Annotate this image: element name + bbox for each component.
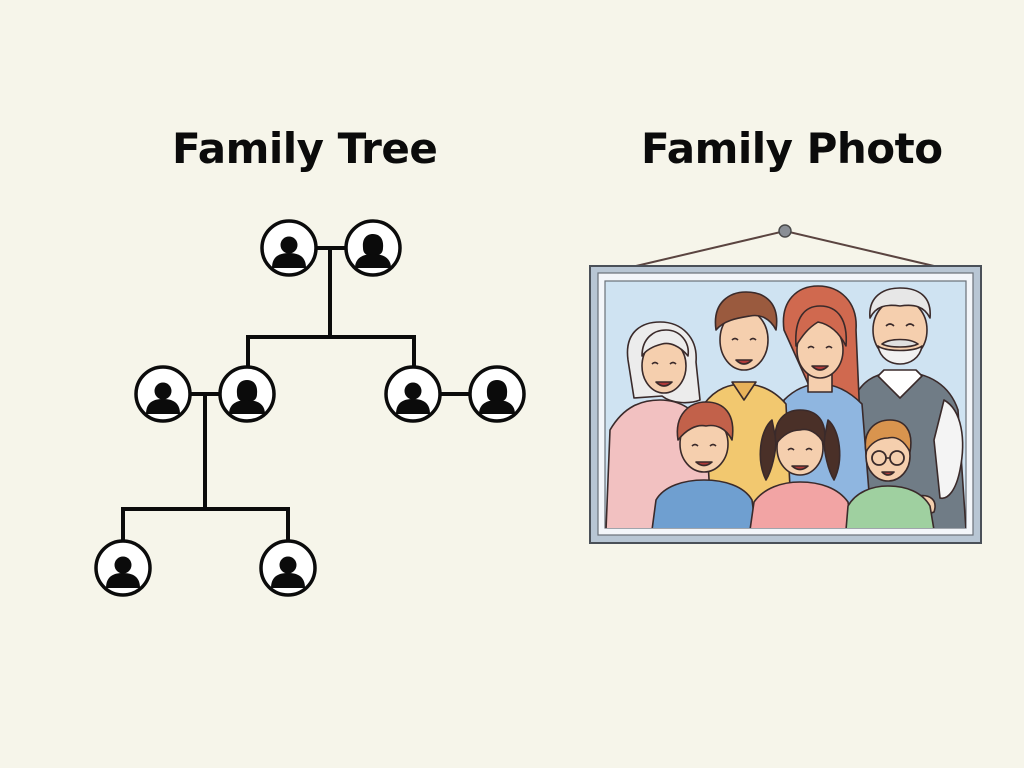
photo-person-younger-boy — [845, 419, 935, 528]
picture-hanger — [635, 224, 935, 267]
tree-member-grandfather — [260, 219, 318, 277]
tree-member-father — [134, 365, 192, 423]
family-tree-title: Family Tree — [172, 124, 438, 173]
tree-member-uncle — [384, 365, 442, 423]
nail-icon — [778, 224, 792, 238]
tree-member-grandmother — [344, 219, 402, 277]
tree-member-mother — [218, 365, 276, 423]
tree-member-child-1 — [94, 539, 152, 597]
photo-person-girl — [749, 409, 853, 528]
tree-connectors — [121, 246, 472, 543]
tree-member-aunt — [468, 365, 526, 423]
tree-member-child-2 — [259, 539, 317, 597]
photo-person-boy — [651, 401, 757, 528]
family-photo-title: Family Photo — [641, 124, 943, 173]
